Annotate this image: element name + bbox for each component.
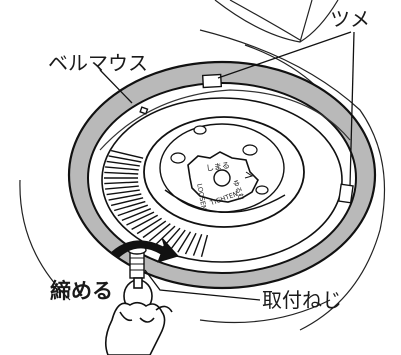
fan-blade-line <box>192 234 203 256</box>
fan-blade-line <box>136 217 162 235</box>
hand-with-screwdriver <box>104 277 173 355</box>
fan-blade-line <box>104 181 139 185</box>
fan-blade-line <box>126 211 155 226</box>
fan-blade-line <box>106 160 140 167</box>
fan-blade-line <box>108 193 142 201</box>
leader-lines <box>99 31 355 301</box>
fan-blade-line <box>110 149 144 159</box>
fan-blades <box>101 97 343 263</box>
mounting-screw <box>127 245 147 279</box>
tighten-arrow-icon <box>111 237 179 263</box>
fan-blade-line <box>177 231 192 253</box>
knob-text-shimeru: しまる <box>205 161 230 173</box>
fan-blade-line <box>200 234 209 257</box>
fan-blade-line <box>105 166 139 171</box>
fan-blade-line <box>117 204 149 217</box>
label-tab: ツメ <box>330 7 370 31</box>
fan-blade-line <box>121 208 152 222</box>
fan-blade-line <box>148 223 171 242</box>
fan-blade-line <box>131 214 159 231</box>
label-screw: 取付ねじ <box>262 288 342 312</box>
fan-blade-line <box>104 171 139 175</box>
fan-blade-line <box>110 197 144 207</box>
fan-blade-line <box>184 232 197 255</box>
label-tighten: 締める <box>50 279 113 303</box>
fan-blade-line <box>108 155 142 163</box>
fan-blade-line <box>142 220 167 239</box>
fan-blade-line <box>114 200 146 212</box>
ring-tabs <box>139 73 354 204</box>
fan-blade-line <box>169 229 186 251</box>
outer-arc <box>19 179 331 324</box>
label-bellmouth: ベルマウス <box>48 51 148 75</box>
fan-blade-line <box>155 225 176 245</box>
fan-blade-line <box>105 185 139 190</box>
fan-blade-line <box>106 189 140 196</box>
